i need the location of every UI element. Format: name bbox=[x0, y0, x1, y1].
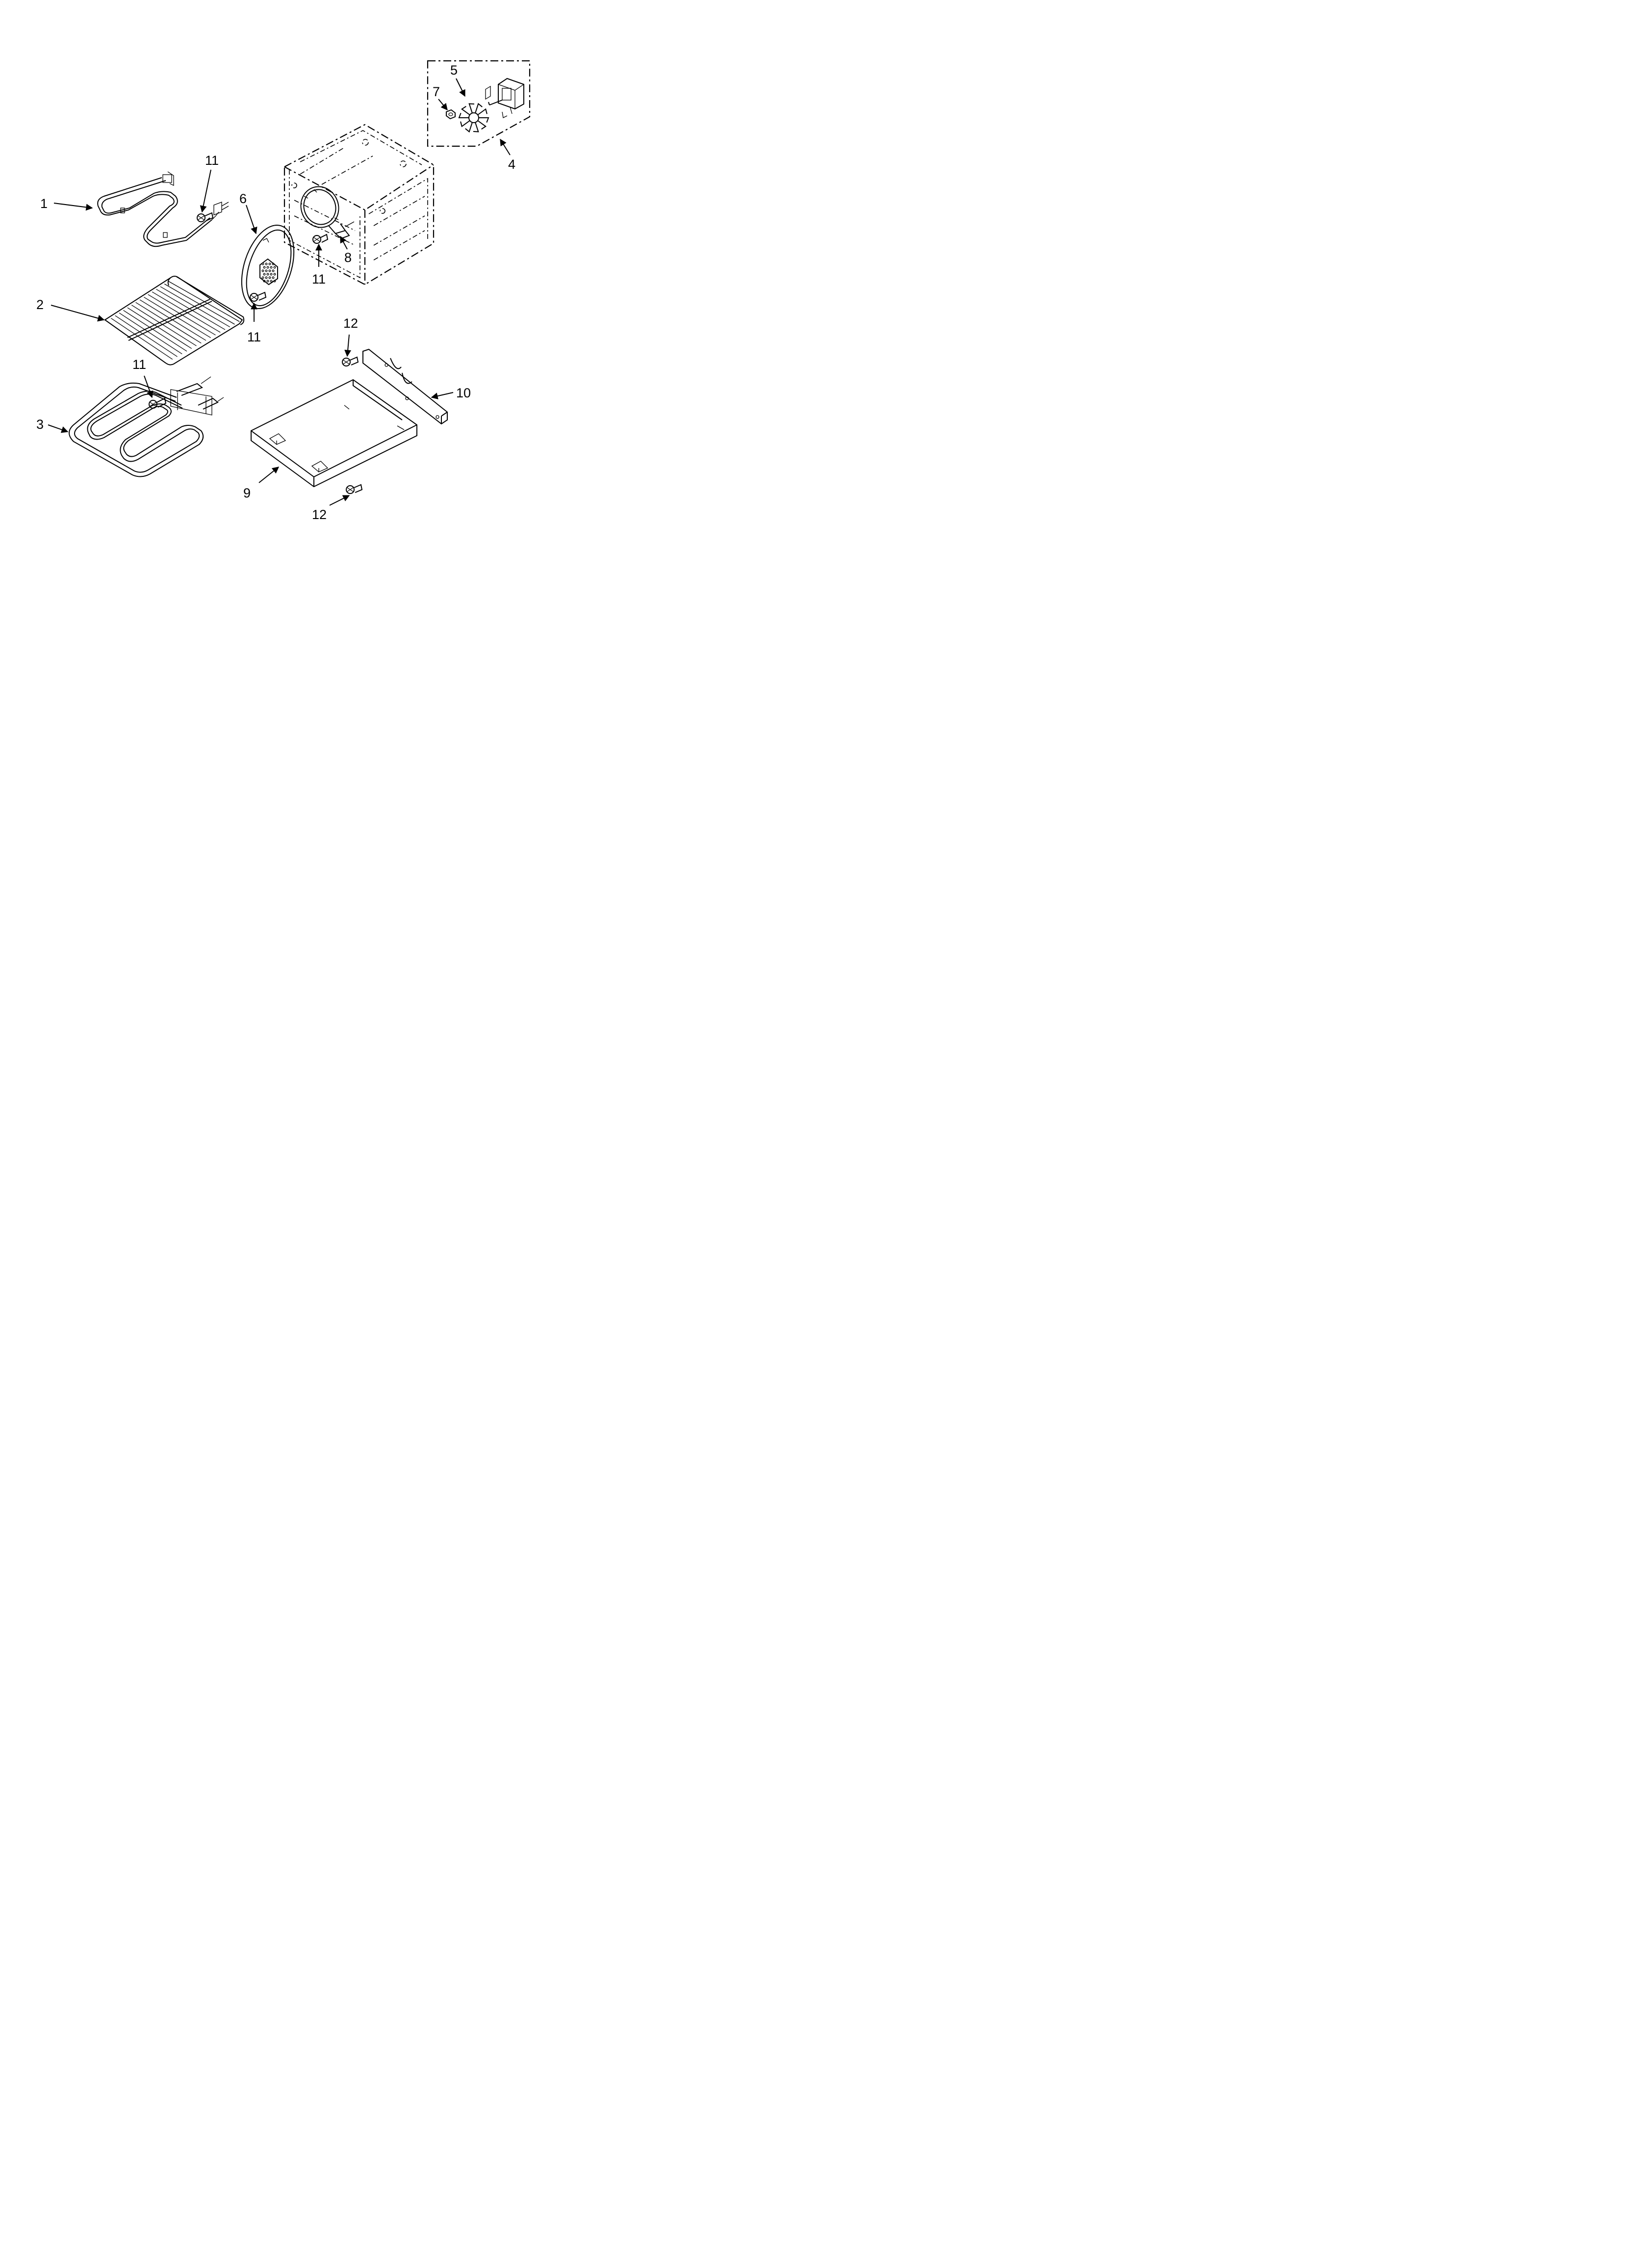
oven-cavity bbox=[283, 124, 435, 286]
callout-12-bottom: 12 bbox=[312, 507, 327, 522]
callout-4: 4 bbox=[508, 157, 515, 172]
screw-baffle bbox=[250, 291, 267, 302]
screw-bottom-panel bbox=[346, 484, 363, 494]
leader-lines bbox=[48, 78, 511, 506]
callout-6: 6 bbox=[239, 191, 247, 206]
convection-element bbox=[300, 186, 355, 239]
screw-bracket bbox=[342, 356, 359, 366]
bake-element-upper bbox=[97, 171, 229, 247]
callout-labels: 1 2 3 4 5 6 7 8 9 10 11 11 11 11 12 12 bbox=[36, 63, 515, 522]
screw-upper-element bbox=[197, 212, 214, 222]
broil-element-lower bbox=[69, 376, 224, 477]
callout-11-lower-element: 11 bbox=[132, 357, 146, 372]
callout-11-upper-element: 11 bbox=[205, 153, 219, 168]
bottom-bracket bbox=[362, 348, 448, 425]
callout-2: 2 bbox=[36, 297, 44, 312]
screw-lower-element bbox=[149, 397, 167, 409]
fan-baffle bbox=[241, 225, 295, 309]
parts-diagram: 1 2 3 4 5 6 7 8 9 10 11 11 11 11 12 12 bbox=[36, 60, 531, 522]
callout-3: 3 bbox=[36, 417, 44, 432]
callout-12-bracket: 12 bbox=[343, 316, 358, 331]
callout-1: 1 bbox=[40, 196, 48, 211]
callout-11-baffle: 11 bbox=[247, 330, 261, 344]
callout-10: 10 bbox=[456, 386, 471, 400]
callout-11-cavity: 11 bbox=[312, 272, 326, 287]
fan-nut bbox=[446, 109, 456, 120]
convection-fan-assembly bbox=[427, 60, 531, 147]
callout-5: 5 bbox=[450, 63, 458, 78]
oven-rack bbox=[104, 276, 245, 365]
callout-8: 8 bbox=[344, 250, 352, 265]
callout-7: 7 bbox=[433, 84, 440, 99]
oven-bottom-panel bbox=[251, 379, 417, 488]
fan-blade bbox=[458, 103, 489, 133]
screw-cavity bbox=[312, 234, 329, 244]
callout-9: 9 bbox=[243, 486, 251, 500]
